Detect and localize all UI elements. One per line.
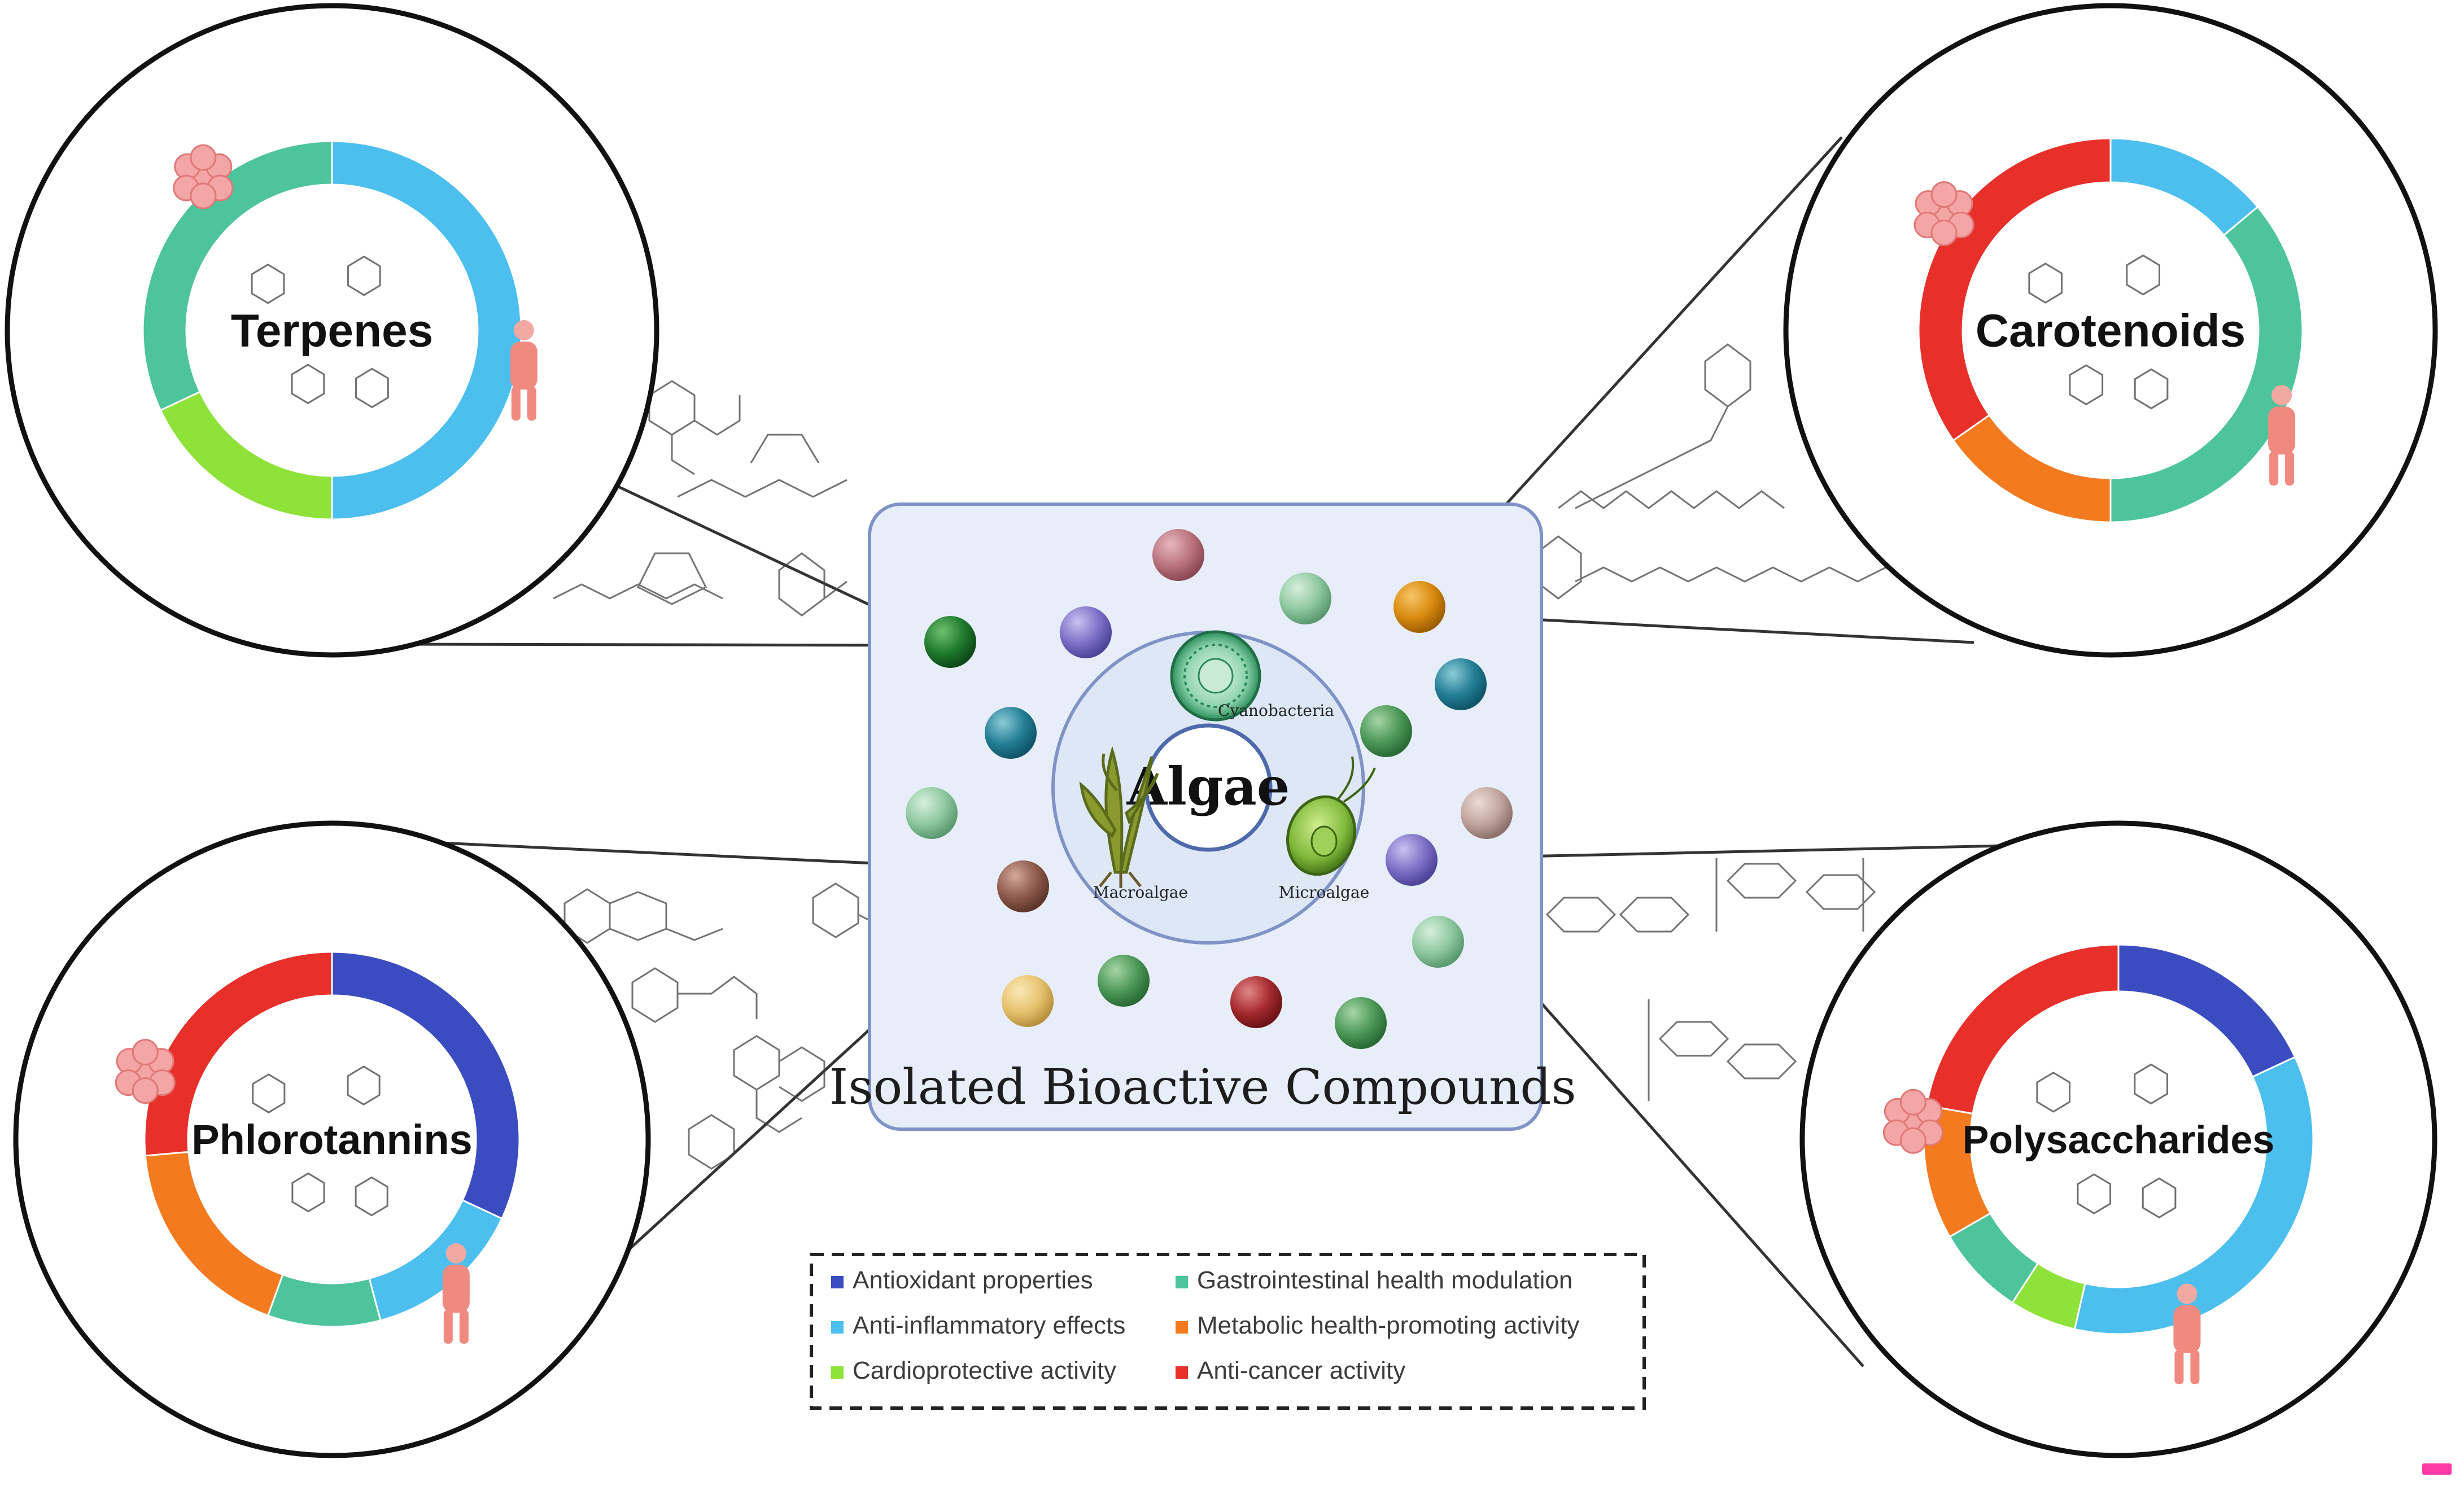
legend-swatch-metabolic: [1176, 1321, 1188, 1334]
tumor-cell-icon: [173, 144, 234, 209]
legend-box: [810, 1253, 1646, 1410]
tumor-cell-icon: [1882, 1089, 1943, 1154]
legend-label-anti-cancer: Anti-cancer activity: [1197, 1357, 1405, 1384]
compound-spheres: [906, 529, 1513, 1049]
ring-segment-gastrointestinal: [142, 140, 333, 412]
human-body-icon: [2268, 385, 2296, 486]
compound-sphere: [1393, 581, 1445, 633]
legend: Antioxidant properties Gastrointestinal h…: [810, 1253, 1646, 1410]
watermark-badge: [2422, 1463, 2452, 1475]
legend-label-gastrointestinal: Gastrointestinal health modulation: [1197, 1266, 1572, 1294]
compound-sphere: [1461, 787, 1513, 839]
microalgae-icon: [1286, 756, 1376, 876]
compound-title-terpenes: Terpenes: [231, 305, 434, 357]
compound-title-polysaccharides: Polysaccharides: [1963, 1118, 2275, 1162]
compound-sphere: [985, 707, 1037, 759]
algae-source-circle: Algae Cyanobacteria Macroalgae Microalga…: [1051, 630, 1376, 945]
compound-circle-carotenoids: Carotenoids: [1783, 3, 2438, 658]
legend-label-antioxidant: Antioxidant properties: [853, 1266, 1093, 1294]
box-title: Isolated Bioactive Compounds: [829, 1059, 1576, 1116]
compound-sphere: [1098, 955, 1150, 1007]
compound-circle-polysaccharides: Polysaccharides: [1799, 820, 2437, 1458]
human-body-icon: [510, 320, 538, 421]
macroalgae-icon: [1079, 746, 1159, 888]
human-body-icon: [442, 1243, 470, 1344]
molecule-structure-icon: [251, 255, 389, 408]
legend-swatch-anti-cancer: [1176, 1366, 1188, 1379]
ring-segment-anti-cancer: [1925, 943, 2120, 1115]
zoom-circle-carotenoids: [1783, 3, 2438, 658]
ring-segment-gastrointestinal: [2109, 206, 2304, 523]
compound-sphere: [1435, 658, 1487, 710]
compound-sphere: [1152, 529, 1204, 581]
ring-segment-anti-inflammatory: [331, 140, 522, 521]
compound-title-phlorotannins: Phlorotannins: [191, 1116, 472, 1163]
ring-segment-anti-inflammatory: [2073, 1056, 2314, 1335]
compound-sphere: [1412, 916, 1464, 968]
compound-sphere: [1335, 997, 1387, 1049]
legend-label-anti-inflammatory: Anti-inflammatory effects: [853, 1312, 1125, 1339]
compound-sphere: [997, 860, 1049, 912]
tumor-cell-icon: [115, 1039, 176, 1104]
ring-segment-antioxidant: [331, 951, 521, 1220]
zoom-circle-terpenes: [5, 3, 659, 658]
molecule-structure-icon: [2028, 254, 2169, 410]
microalgae-label: Microalgae: [1279, 883, 1369, 902]
human-body-icon: [2173, 1283, 2201, 1384]
compound-sphere: [1279, 572, 1331, 624]
molecule-structure-icon: [252, 1065, 388, 1217]
compound-sphere: [906, 787, 958, 839]
ring-segment-gastrointestinal: [267, 1273, 382, 1328]
legend-swatch-gastrointestinal: [1176, 1276, 1188, 1288]
algae-label: Algae: [1126, 756, 1290, 817]
cyanobacteria-icon: [1170, 630, 1261, 722]
legend-swatch-antioxidant: [831, 1276, 844, 1288]
cyanobacteria-label: Cyanobacteria: [1218, 701, 1334, 720]
molecule-structure-icon: [2036, 1063, 2177, 1219]
compound-sphere: [1386, 834, 1438, 886]
compound-sphere: [924, 616, 976, 668]
zoom-circle-phlorotannins: [13, 820, 651, 1458]
legend-swatch-anti-inflammatory: [831, 1321, 844, 1334]
legend-swatch-cardioprotective: [831, 1366, 844, 1379]
compound-circle-phlorotannins: Phlorotannins: [13, 820, 651, 1458]
compound-sphere: [1230, 976, 1282, 1028]
compound-title-carotenoids: Carotenoids: [1976, 305, 2245, 357]
compound-sphere: [1002, 975, 1054, 1027]
compound-circle-terpenes: Terpenes: [5, 3, 659, 658]
connector-terpenes-bottom: [401, 643, 941, 647]
zoom-circle-polysaccharides: [1799, 820, 2437, 1458]
compound-sphere: [1360, 705, 1412, 757]
legend-label-metabolic: Metabolic health-promoting activity: [1197, 1312, 1579, 1339]
macroalgae-label: Macroalgae: [1093, 883, 1188, 902]
legend-label-cardioprotective: Cardioprotective activity: [853, 1357, 1116, 1384]
tumor-cell-icon: [1913, 181, 1974, 247]
compound-sphere: [1060, 606, 1112, 658]
